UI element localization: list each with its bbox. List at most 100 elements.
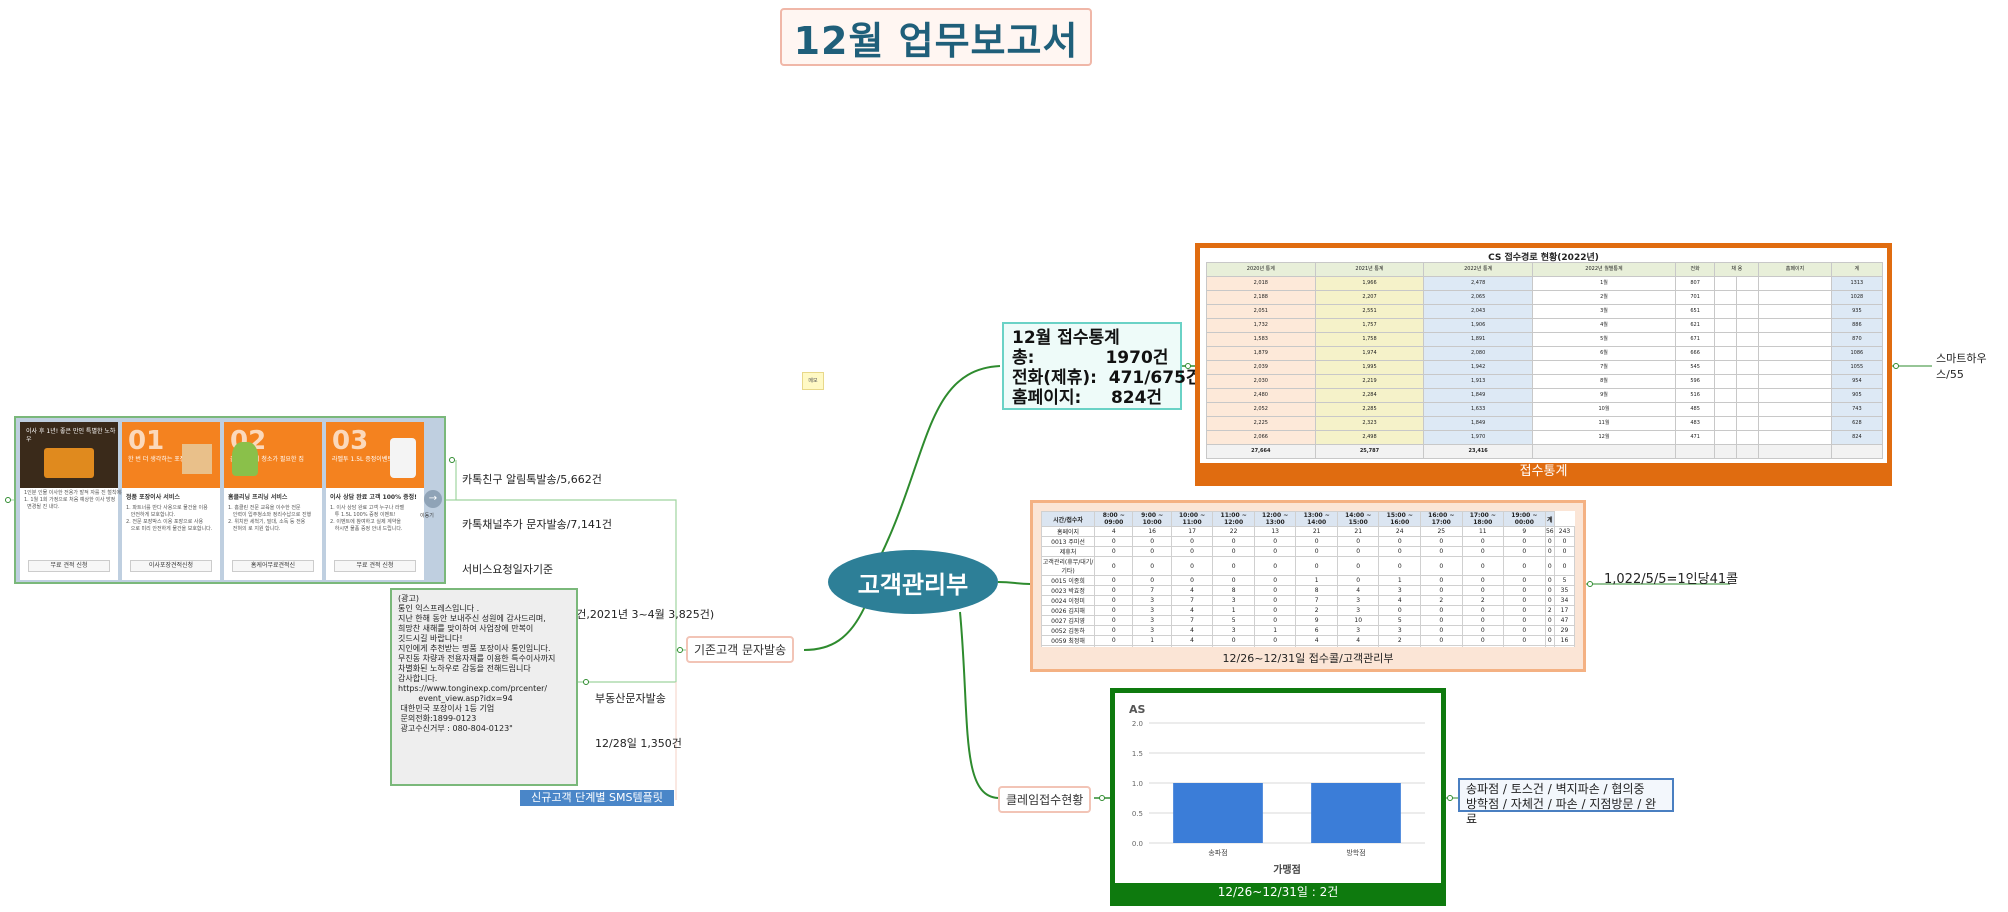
banner-card-button[interactable]: 홈케어무료견적신 <box>232 560 314 572</box>
hourly-cell: 4 <box>1170 635 1214 646</box>
cs-cell-2022: 1,849 <box>1423 416 1533 431</box>
event-banner-image[interactable]: 이사 후 1년! 좋은 만인 특별한 노하우 1인분 인물 이사한 전용가 발적… <box>14 416 446 584</box>
hourly-cell: 1 <box>1212 605 1255 616</box>
central-topic-label: 고객관리부 <box>857 570 969 599</box>
report-title-box[interactable]: 12월 업무보고서 <box>780 8 1092 66</box>
cs-cell-2021: 1,757 <box>1314 318 1425 333</box>
hourly-cell: 3 <box>1212 595 1255 606</box>
hourly-cell: 10 <box>1336 615 1380 626</box>
hourly-cell: 0 <box>1420 536 1463 547</box>
cs-cell-blank <box>1758 430 1832 445</box>
cs-header-cell: 2022년 통계 <box>1423 262 1533 277</box>
banner-card-body: 1. 홈클린 전문 교육을 이수한 전문 인력이 입주청소와 정리수납으로 진행… <box>228 505 312 532</box>
sms-line: 깃드시길 바랍니다! <box>398 634 463 643</box>
hourly-cell: 0 <box>1544 625 1555 636</box>
hourly-cell: 0 <box>1420 645 1463 647</box>
kakao-line: 서비스요청일자기준 <box>462 563 554 576</box>
hourly-cell: 17 <box>1553 605 1575 616</box>
cs-cell-phone: 596 <box>1674 374 1716 389</box>
hourly-cell: 4 <box>1295 635 1338 646</box>
cs-cell-blank <box>1714 346 1738 361</box>
hourly-cell: 0 <box>1336 556 1380 576</box>
banner-card-sub: 한 번 더 생각하는 포장 <box>128 456 186 463</box>
y-tick-label: 0.0 <box>1132 840 1143 848</box>
hourly-cell: 0 <box>1336 575 1380 586</box>
realty-sms-node[interactable]: 부동산문자발송 12/28일 1,350건 <box>595 661 682 766</box>
hourly-cell: 0 <box>1461 605 1505 616</box>
cs-cell-web: 1086 <box>1830 346 1883 361</box>
banner-card-sub: 라벨투 1.5L 증정이벤트 <box>332 456 393 463</box>
hourly-cell: 0 <box>1295 556 1338 576</box>
kakao-line: 카톡친구 알림톡발송/5,662건 <box>462 473 602 486</box>
claim-status-node[interactable]: 클레임접수현황 <box>998 786 1092 813</box>
existing-customer-sms-node[interactable]: 기존고객 문자발송 <box>686 636 795 663</box>
cs-cell-blank <box>1714 304 1738 319</box>
cs-cell-web: 1313 <box>1830 276 1883 291</box>
hourly-header-cell: 계 <box>1544 511 1555 527</box>
hourly-cell: 0 <box>1461 635 1505 646</box>
hourly-cell: 22 <box>1212 526 1255 537</box>
x-tick-label: 송파점 <box>1208 848 1227 857</box>
sms-template-caption[interactable]: 신규고객 단계별 SMS템플릿 <box>520 790 674 806</box>
cs-cell-blank <box>1758 416 1832 431</box>
calls-per-person-note[interactable]: 1,022/5/5=1인당41콜 <box>1604 572 1739 587</box>
monthly-stats-node[interactable]: 12월 접수통계 총: 1970건 전화(제휴): 471/675건 홈페이지:… <box>1002 322 1202 410</box>
hourly-cell: 0059 최정해 <box>1041 635 1096 646</box>
hourly-cell: 4 <box>1170 585 1214 596</box>
hourly-cell: 0 <box>1253 605 1297 616</box>
hourly-cell: 0 <box>1420 635 1463 646</box>
stats-line: 전화(제휴): 471/675건 <box>1012 368 1202 388</box>
banner-card-button[interactable]: 무료 견적 신청 <box>28 560 110 572</box>
hourly-cell: 0 <box>1253 645 1297 647</box>
x-axis-label: 가맹점 <box>1273 863 1301 876</box>
sms-link[interactable]: https://www.tonginexp.com/prcenter/ <box>398 684 548 693</box>
hourly-cell: 1 <box>1132 635 1172 646</box>
sms-link[interactable]: event_view.asp?idx=94 <box>398 694 513 703</box>
hourly-cell: 0 <box>1253 546 1297 557</box>
cs-cell-blank <box>1830 444 1883 459</box>
hourly-cell: 21 <box>1295 526 1338 537</box>
note-icon[interactable]: 메모 <box>802 372 824 390</box>
arrow-right-icon[interactable]: → <box>424 490 442 508</box>
hourly-cell: 0 <box>1544 635 1555 646</box>
banner-card-number: 01 <box>128 426 165 456</box>
cs-cell-blank <box>1736 304 1760 319</box>
cs-cell-blank <box>1758 346 1832 361</box>
hourly-cell: 0 <box>1503 546 1546 557</box>
cs-cell-web: 1055 <box>1830 360 1883 375</box>
banner-card-head: 정품 포장이사 서비스 <box>126 494 180 501</box>
banner-card-button[interactable]: 무료 견적 신청 <box>334 560 416 572</box>
cs-table-title: CS 접수경로 현황(2022년) <box>1488 253 1599 263</box>
hourly-cell: 0013 주미선 <box>1041 536 1096 547</box>
cs-cell-2020: 2,225 <box>1206 416 1316 431</box>
hourly-cell: 0 <box>1132 575 1172 586</box>
hourly-cell: 56 <box>1544 526 1555 537</box>
hourly-cell: 0 <box>1544 546 1555 557</box>
banner-card-button[interactable]: 이사포장견적신청 <box>130 560 212 572</box>
cs-header-cell: 채 용 <box>1714 262 1760 277</box>
cs-cell-blank <box>1758 318 1832 333</box>
cs-cell-phone: 621 <box>1674 318 1716 333</box>
hourly-cell: 3 <box>1378 625 1422 636</box>
cs-cell-2020: 1,583 <box>1206 332 1316 347</box>
cs-cell-blank <box>1736 318 1760 333</box>
cs-cell-blank <box>1736 346 1760 361</box>
central-topic[interactable]: 고객관리부 <box>828 550 998 614</box>
cs-cell-2020: 2,188 <box>1206 290 1316 305</box>
smart-house-label[interactable]: 스마트하우스/55 <box>1936 352 1987 381</box>
sms-template-node[interactable]: (광고) 통인 익스프레스입니다 . 지난 한해 동안 보내주신 성원에 감사드… <box>390 588 578 786</box>
hourly-cell: 0 <box>1212 536 1255 547</box>
hourly-cell: 0 <box>1461 625 1505 636</box>
hourly-cell: 0 <box>1132 645 1172 647</box>
cs-cell-month: 4월 <box>1531 318 1676 333</box>
hourly-cell: 8 <box>1295 585 1338 596</box>
as-detail-node[interactable]: 송파점 / 토스건 / 벽지파손 / 협의중 방학점 / 자체건 / 파손 / … <box>1458 778 1674 826</box>
